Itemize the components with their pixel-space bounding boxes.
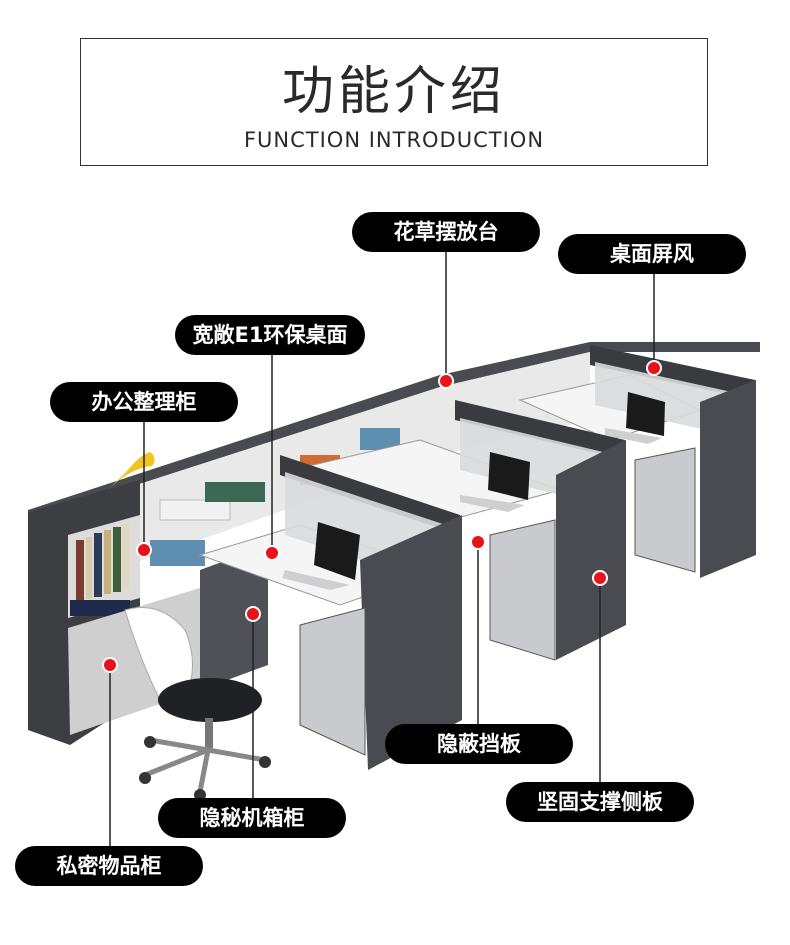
marker-wide-desktop [264, 545, 280, 561]
laptop-icon [282, 522, 360, 590]
pedestal-middle [489, 519, 556, 661]
side-panel-front [360, 515, 462, 770]
marker-private-cabinet [102, 657, 118, 673]
marker-office-cabinet [136, 542, 152, 558]
office-chair-icon [124, 607, 271, 801]
label-desk-screen: 桌面屏风 [558, 234, 746, 274]
title-box: 功能介绍 FUNCTION INTRODUCTION [80, 38, 708, 166]
page-subtitle: FUNCTION INTRODUCTION [243, 128, 545, 152]
label-private-cabinet: 私密物品柜 [15, 846, 203, 886]
label-hidden-host-cabinet: 隐秘机箱柜 [158, 798, 346, 838]
label-hidden-baffle: 隐蔽挡板 [385, 724, 573, 764]
marker-hidden-baffle [470, 534, 486, 550]
label-side-panel: 坚固支撑侧板 [506, 782, 694, 822]
side-panel-back [700, 380, 756, 578]
page-title: 功能介绍 [281, 62, 506, 122]
side-panel-middle [556, 440, 626, 660]
laptop-icon [460, 452, 530, 512]
marker-hidden-host-cabinet [245, 606, 261, 622]
bird-icon [108, 452, 155, 490]
laptop-icon [605, 392, 665, 444]
pedestal-back [634, 447, 696, 573]
pedestal-front [299, 607, 366, 756]
marker-desk-screen [646, 360, 662, 376]
marker-side-panel [592, 570, 608, 586]
screen-middle-top [455, 400, 625, 460]
screen-back-top [590, 345, 755, 400]
leader-lines [109, 250, 655, 848]
marker-plant-shelf [438, 373, 454, 389]
label-office-cabinet: 办公整理柜 [50, 382, 238, 422]
label-wide-desktop: 宽敞E1环保桌面 [175, 315, 365, 355]
host-cabinet [200, 545, 268, 690]
label-plant-shelf: 花草摆放台 [352, 212, 540, 252]
